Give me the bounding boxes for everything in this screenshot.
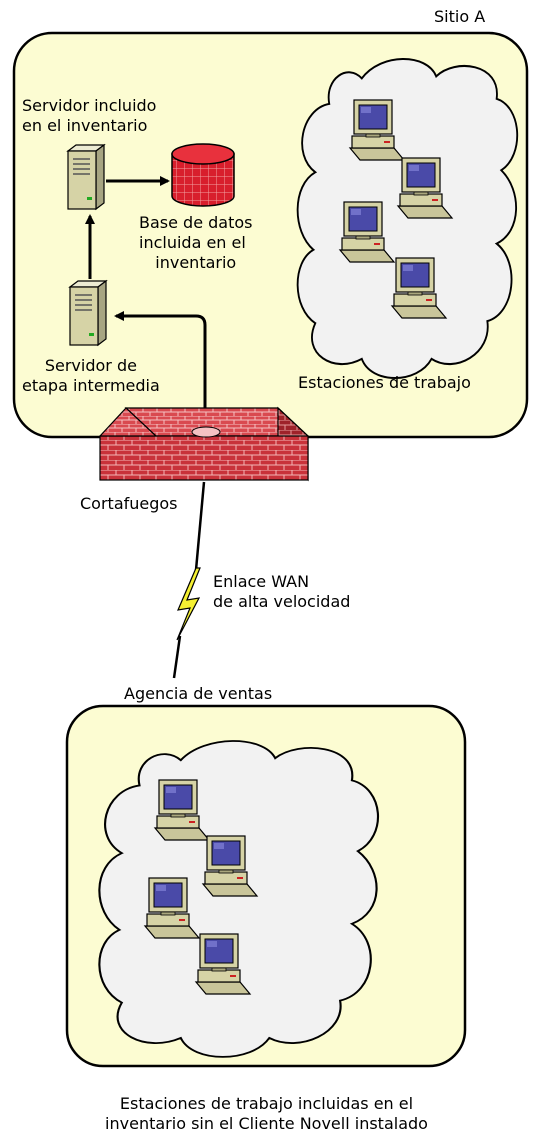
firewall-to-intermediate-arrow bbox=[114, 311, 207, 420]
inventory-database-label: Base de datos incluida en el inventario bbox=[139, 213, 253, 272]
site-a-workstations-label: Estaciones de trabajo bbox=[298, 373, 471, 392]
database-icon bbox=[171, 143, 235, 207]
firewall-label: Cortafuegos bbox=[80, 494, 178, 513]
sales-workstations-label: Estaciones de trabajo incluidas en el in… bbox=[105, 1094, 428, 1133]
sales-office-title: Agencia de ventas bbox=[124, 684, 273, 703]
server-icon bbox=[67, 144, 105, 210]
site-a-title: Sitio A bbox=[434, 7, 486, 26]
inventory-server-label: Servidor incluido en el inventario bbox=[22, 96, 157, 135]
lightning-icon bbox=[176, 567, 201, 641]
wan-link-line bbox=[194, 481, 206, 571]
cloud-icon bbox=[296, 57, 519, 380]
server-icon bbox=[69, 280, 107, 346]
wan-link-line bbox=[172, 635, 182, 679]
intermediate-server-label: Servidor de etapa intermedia bbox=[22, 356, 160, 395]
wan-link-label: Enlace WAN de alta velocidad bbox=[213, 572, 351, 611]
cloud-icon bbox=[98, 739, 380, 1058]
firewall-icon bbox=[98, 406, 310, 482]
